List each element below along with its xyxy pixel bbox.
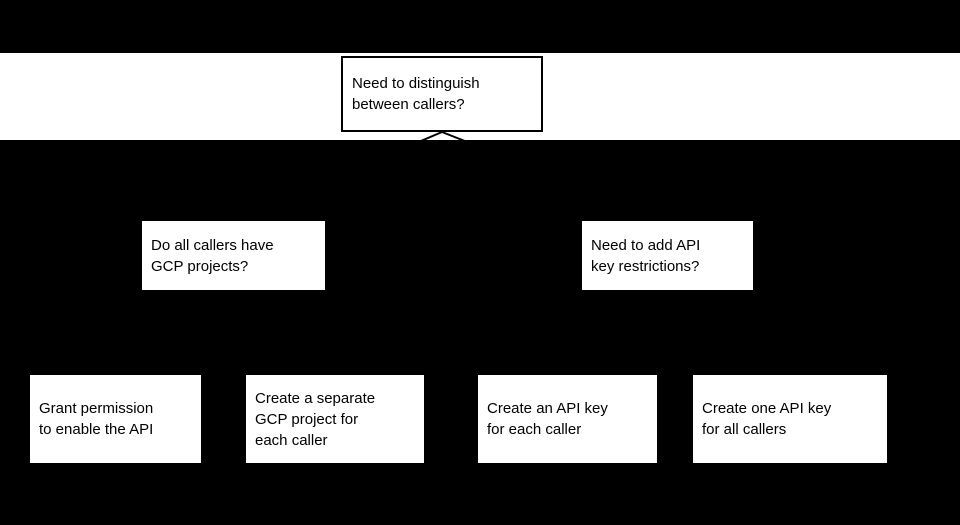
outcome-node-grant-permission-label: Grant permission to enable the API: [39, 400, 154, 438]
connector-root-to-left-branch: [232, 131, 443, 222]
connector-left-branch-to-leaf-2: [232, 289, 336, 375]
outcome-node-api-key-each-caller-label: Create an API key for each caller: [487, 400, 608, 438]
connector-left-branch-to-leaf-1: [114, 289, 234, 375]
decision-node-api-key-restrictions: Need to add API key restrictions?: [582, 221, 753, 290]
decision-node-gcp-projects: Do all callers have GCP projects?: [142, 221, 325, 290]
outcome-node-separate-gcp-project-label: Create a separate GCP project for each c…: [255, 389, 376, 449]
decision-node-api-key-restrictions-label: Need to add API key restrictions?: [591, 236, 701, 275]
decision-node-distinguish-callers: Need to distinguish between callers?: [341, 56, 543, 132]
connector-right-branch-to-leaf-3: [566, 289, 668, 375]
connector-right-branch-to-leaf-4: [666, 289, 791, 375]
outcome-node-grant-permission: Grant permission to enable the API: [30, 375, 201, 463]
outcome-node-one-api-key-all-callers-label: Create one API key for all callers: [702, 400, 832, 438]
decision-node-distinguish-callers-label: Need to distinguish between callers?: [352, 75, 480, 113]
connector-root-to-right-branch: [441, 131, 668, 222]
outcome-node-api-key-each-caller: Create an API key for each caller: [478, 375, 657, 463]
decision-node-gcp-projects-label: Do all callers have GCP projects?: [151, 236, 274, 275]
outcome-node-one-api-key-all-callers: Create one API key for all callers: [693, 375, 887, 463]
outcome-node-separate-gcp-project: Create a separate GCP project for each c…: [246, 375, 424, 463]
